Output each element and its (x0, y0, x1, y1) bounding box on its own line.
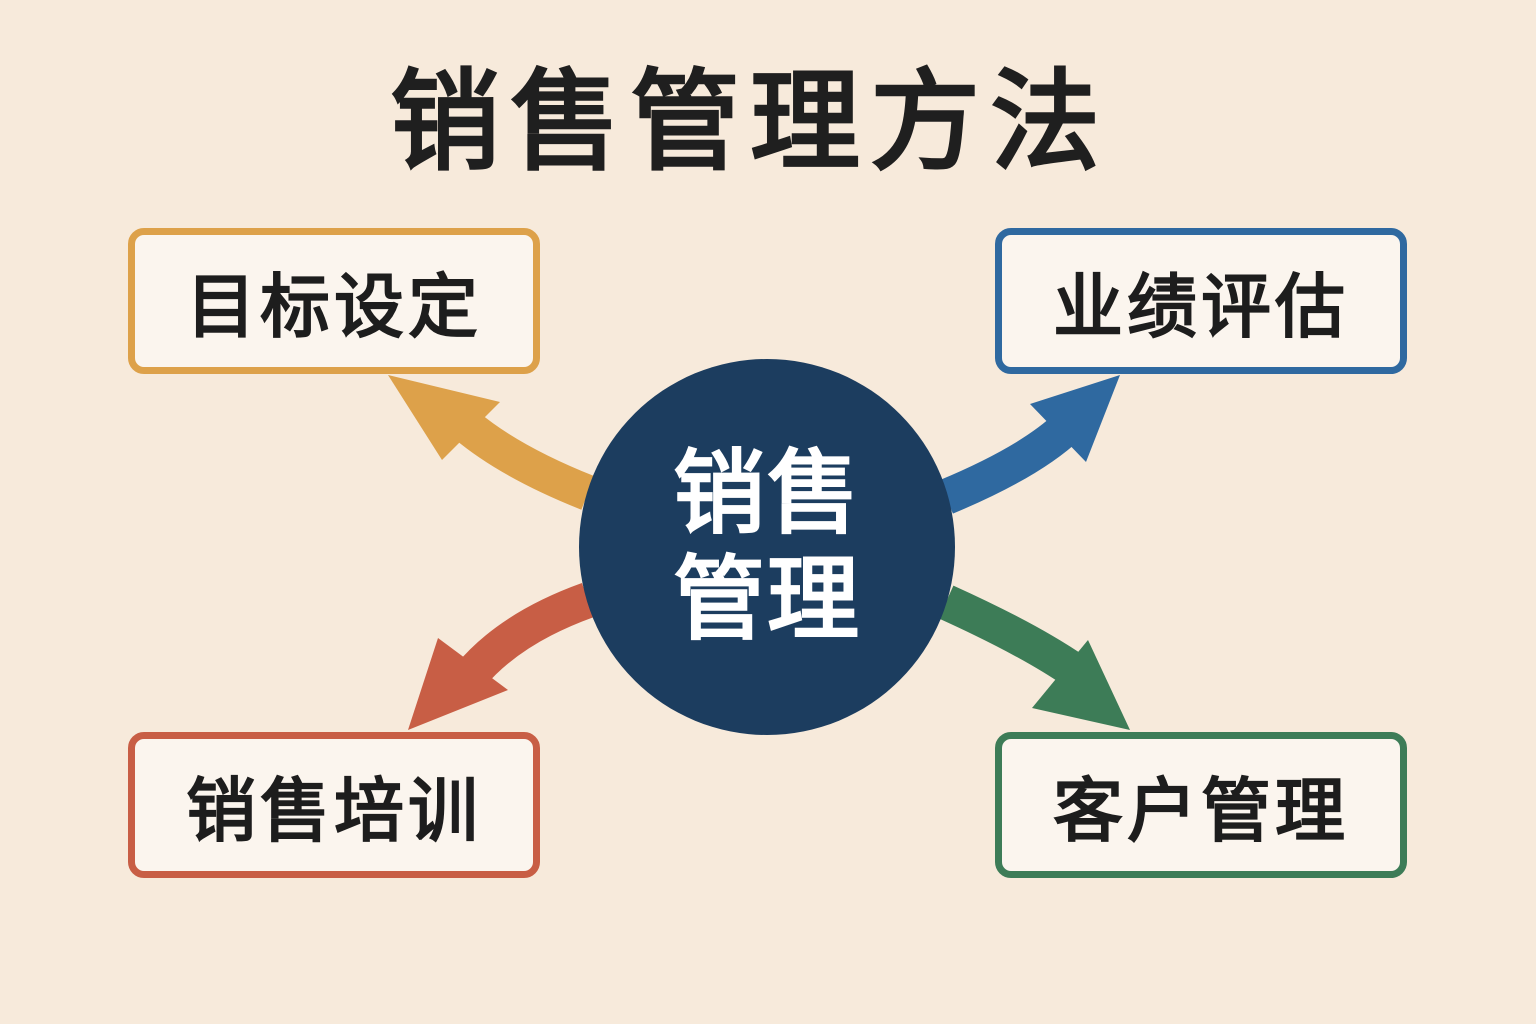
customer-management-label: 客户管理 (1053, 769, 1349, 852)
performance-review-box: 业绩评估 (995, 228, 1407, 374)
arrow-to-performance-review (939, 375, 1120, 514)
goal-setting-box: 目标设定 (128, 228, 540, 374)
center-label-line1: 销售 (672, 440, 861, 547)
sales-training-label: 销售培训 (186, 769, 482, 852)
page-title: 销售管理方法 (390, 58, 1110, 186)
arrow-to-customer-management (938, 585, 1130, 730)
performance-review-label: 业绩评估 (1053, 265, 1349, 348)
sales-training-box: 销售培训 (128, 732, 540, 878)
arrow-to-sales-training (408, 583, 595, 730)
goal-setting-label: 目标设定 (186, 265, 482, 348)
arrow-to-goal-setting (388, 375, 595, 510)
customer-management-box: 客户管理 (995, 732, 1407, 878)
center-circle: 销售 管理 (579, 359, 955, 735)
center-label-line2: 管理 (672, 546, 861, 653)
